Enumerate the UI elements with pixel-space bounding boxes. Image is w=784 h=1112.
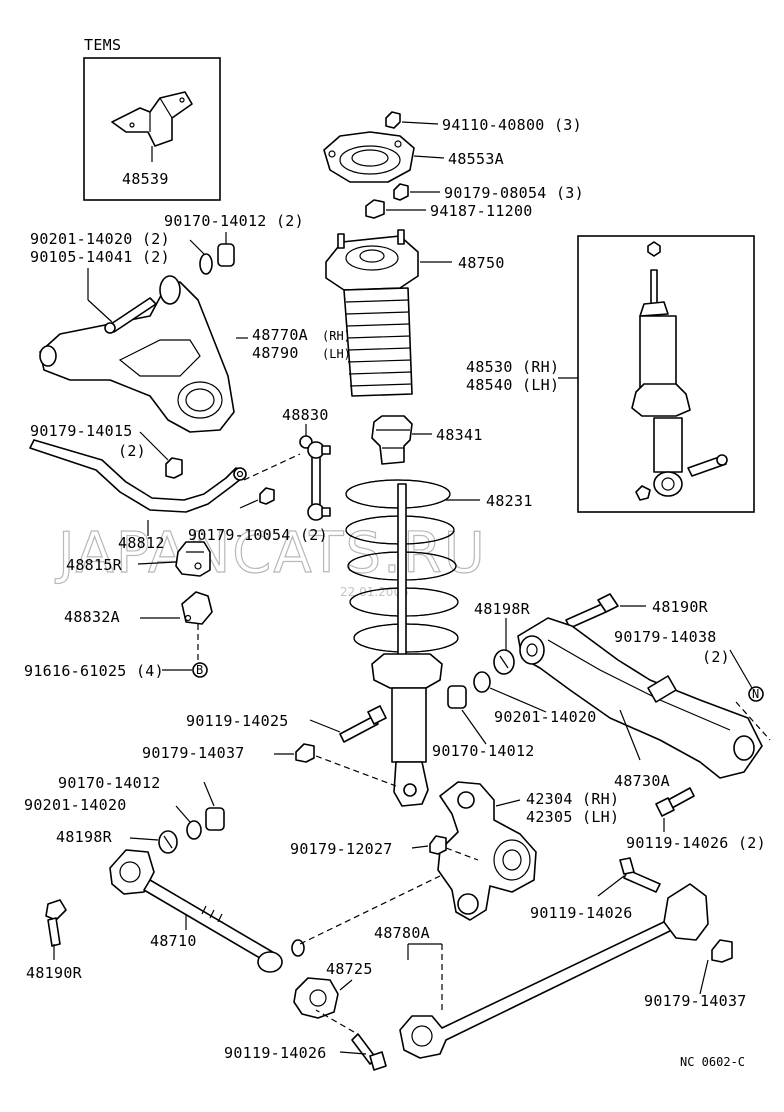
label-90179-14015: 90179-14015 <box>30 422 133 440</box>
washer-90201-mid <box>473 671 491 693</box>
label-48190r-top: 48190R <box>652 598 709 616</box>
bolt-48190r-top <box>565 593 619 629</box>
label-48341: 48341 <box>436 426 483 444</box>
label-94110-40800: 94110-40800 (3) <box>442 116 582 134</box>
bushing-90170-mid <box>447 685 467 709</box>
bracket-48832a <box>181 591 213 625</box>
label-48770a: 48770A <box>252 326 308 344</box>
label-48231: 48231 <box>486 492 533 510</box>
strut-body <box>371 483 443 807</box>
nut-90179-14037-right <box>711 939 733 963</box>
shock-absorber-inset <box>577 235 755 513</box>
label-48710: 48710 <box>150 932 197 950</box>
label-90170-14012-2: 90170-14012 (2) <box>164 212 304 230</box>
marker-n: N <box>748 686 764 702</box>
bracket-48539 <box>111 91 193 147</box>
stabilizer-link-48830 <box>299 435 331 521</box>
rod-48710 <box>109 849 305 973</box>
nut-90179-10054 <box>259 487 275 505</box>
bushing-48725 <box>293 977 339 1019</box>
label-48750: 48750 <box>458 254 505 272</box>
label-90170-14012-low: 90170-14012 <box>58 774 161 792</box>
label-48198r-low: 48198R <box>56 828 113 846</box>
label-48812: 48812 <box>118 534 165 552</box>
bushing-90170-low <box>205 807 225 831</box>
bolt-48190r-low <box>45 899 67 947</box>
label-48553a: 48553A <box>448 150 504 168</box>
washer-90201-upper <box>199 253 213 275</box>
label-48790: 48790 <box>252 344 299 362</box>
trailing-arm-48780a <box>399 883 709 1059</box>
label-90119-14026-2: 90119-14026 (2) <box>626 834 766 852</box>
label-90119-14026-mid: 90119-14026 <box>530 904 633 922</box>
label-90179-14038: 90179-14038 <box>614 628 717 646</box>
label-48725: 48725 <box>326 960 373 978</box>
bushing-90179-14015 <box>165 457 183 479</box>
label-90179-14038-qty: (2) <box>702 648 730 666</box>
label-90179-12027: 90179-12027 <box>290 840 393 858</box>
label-91616-61025: 91616-61025 (4) <box>24 662 164 680</box>
label-48790-lh: (LH) <box>322 347 351 361</box>
stabilizer-bar-48812 <box>29 439 247 513</box>
bolt-90119-14025 <box>339 705 387 743</box>
label-90179-14037-left: 90179-14037 <box>142 744 245 762</box>
bushing-48198r-top <box>493 649 515 675</box>
label-90201-14020-mid: 90201-14020 <box>494 708 597 726</box>
label-90179-10054-2: 90179-10054 (2) <box>188 526 328 544</box>
nut-90179-12027 <box>429 835 447 855</box>
washer-90201-low <box>186 820 202 840</box>
nut-94110 <box>385 111 401 129</box>
label-48815r: 48815R <box>66 556 123 574</box>
tems-inset: TEMS 48539 <box>83 36 221 201</box>
label-90119-14025: 90119-14025 <box>186 712 289 730</box>
mount-plate-48553a <box>323 131 415 183</box>
label-90105-14041-2: 90105-14041 (2) <box>30 248 170 266</box>
bushing-48198r-low <box>158 830 178 854</box>
boot-48750 <box>343 287 413 397</box>
bushing-48815r <box>175 541 211 577</box>
label-48540-lh: 48540 (LH) <box>466 376 559 394</box>
bump-stopper-48341 <box>371 415 413 465</box>
label-42304-rh: 42304 (RH) <box>526 790 619 808</box>
watermark: JAPANCATS.RU <box>55 521 487 586</box>
nut-94187 <box>365 199 385 219</box>
label-48530-rh: 48530 (RH) <box>466 358 559 376</box>
bushing-90170-14012-upper <box>217 243 235 267</box>
label-48539: 48539 <box>122 170 169 188</box>
label-90179-08054: 90179-08054 (3) <box>444 184 584 202</box>
label-48770a-rh: (RH) <box>322 329 351 343</box>
label-48190r-low: 48190R <box>26 964 83 982</box>
label-90179-14037-right: 90179-14037 <box>644 992 747 1010</box>
nut-90179-08054 <box>393 183 409 201</box>
lower-arm-48730a <box>517 617 763 779</box>
bolt-90119-14026-mid <box>619 857 661 893</box>
label-90201-14020-2: 90201-14020 (2) <box>30 230 170 248</box>
label-90170-14012-mid: 90170-14012 <box>432 742 535 760</box>
marker-b: B <box>192 662 208 678</box>
label-48780a: 48780A <box>374 924 430 942</box>
upper-arm-48770a <box>39 275 235 433</box>
label-90119-14026-bot: 90119-14026 <box>224 1044 327 1062</box>
bolt-90119-14026-bot <box>351 1033 387 1071</box>
bolt-90119-14026-right <box>655 787 695 817</box>
label-90201-14020-low: 90201-14020 <box>24 796 127 814</box>
label-48198r-top: 48198R <box>474 600 531 618</box>
diagram-code: NC 0602-C <box>680 1055 745 1069</box>
label-90179-14015-qty: (2) <box>118 442 146 460</box>
label-94187-11200: 94187-11200 <box>430 202 533 220</box>
marker-n-letter: N <box>752 687 759 701</box>
knuckle-42304 <box>437 781 537 921</box>
marker-b-letter: B <box>196 663 203 677</box>
label-48832a: 48832A <box>64 608 120 626</box>
label-48830: 48830 <box>282 406 329 424</box>
nut-90179-14037-left <box>295 743 315 763</box>
label-42305-lh: 42305 (LH) <box>526 808 619 826</box>
tems-inset-title: TEMS <box>84 36 121 54</box>
strut-support-48750 <box>325 229 419 291</box>
label-48730a: 48730A <box>614 772 670 790</box>
